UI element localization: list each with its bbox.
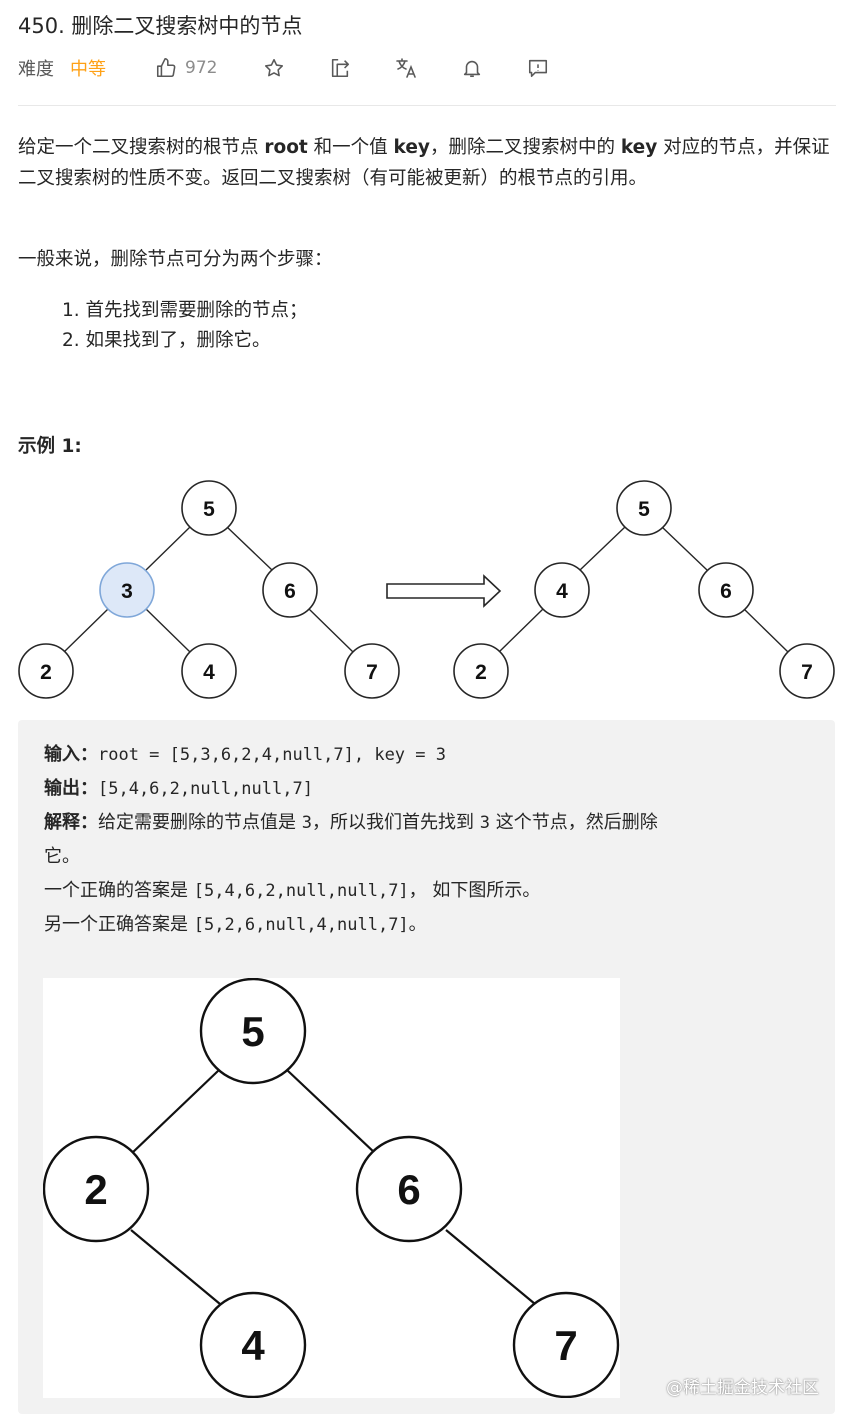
thumbs-up-icon bbox=[156, 58, 176, 78]
tree-node-label: 7 bbox=[366, 661, 378, 684]
root-keyword: root bbox=[264, 137, 308, 158]
tree-node-label: 7 bbox=[801, 661, 813, 684]
problem-title: 450. 删除二叉搜索树中的节点 bbox=[18, 14, 303, 38]
tree-node-label: 6 bbox=[720, 580, 732, 603]
output-line: 输出：[5,4,6,2,null,null,7] bbox=[44, 778, 313, 799]
problem-description: 给定一个二叉搜索树的根节点 root 和一个值 key，删除二叉搜索树中的 ke… bbox=[18, 137, 830, 189]
header-divider bbox=[18, 105, 836, 106]
bell-icon[interactable] bbox=[460, 56, 484, 80]
tree-node-label: 2 bbox=[40, 661, 52, 684]
tree-node-label: 5 bbox=[203, 498, 215, 521]
key-keyword: key bbox=[393, 137, 430, 158]
tree-node-label: 5 bbox=[241, 1008, 264, 1055]
star-icon[interactable] bbox=[262, 56, 286, 80]
tree-node-label: 5 bbox=[638, 498, 650, 521]
list-item: 2. 如果找到了，删除它。 bbox=[62, 330, 271, 351]
tree-node-label: 6 bbox=[284, 580, 296, 603]
explanation-line: 解释：给定需要删除的节点值是 3，所以我们首先找到 3 这个节点，然后删除 bbox=[44, 812, 658, 833]
example-code-block: 输入：root = [5,3,6,2,4,null,7], key = 3 输出… bbox=[18, 720, 835, 1414]
problem-meta: 难度 中等 972 bbox=[18, 54, 548, 82]
difficulty-label: 难度 bbox=[18, 59, 54, 80]
like-button[interactable]: 972 bbox=[155, 54, 217, 82]
tree-node-label: 2 bbox=[475, 661, 487, 684]
tree-node-label: 7 bbox=[554, 1322, 577, 1369]
alt-answer-line: 另一个正确答案是 [5,2,6,null,4,null,7]。 bbox=[44, 914, 427, 935]
share-icon[interactable] bbox=[328, 56, 352, 80]
tree-node-label: 2 bbox=[84, 1166, 107, 1213]
alt-answer-line: 一个正确的答案是 [5,4,6,2,null,null,7]， 如下图所示。 bbox=[44, 880, 541, 901]
key-keyword: key bbox=[620, 137, 658, 158]
explanation-line: 它。 bbox=[44, 846, 80, 867]
watermark: @稀土掘金技术社区 bbox=[666, 1378, 819, 1398]
list-item: 1. 首先找到需要删除的节点； bbox=[62, 300, 308, 321]
like-count: 972 bbox=[185, 58, 218, 78]
feedback-icon[interactable] bbox=[526, 56, 550, 80]
example-title: 示例 1: bbox=[18, 436, 82, 457]
input-line: 输入：root = [5,3,6,2,4,null,7], key = 3 bbox=[44, 744, 446, 765]
difficulty-badge: 中等 bbox=[70, 59, 106, 80]
tree-node-label: 6 bbox=[397, 1166, 420, 1213]
tree-node-label: 3 bbox=[121, 580, 133, 603]
steps-intro: 一般来说，删除节点可分为两个步骤： bbox=[18, 249, 333, 270]
translate-icon[interactable] bbox=[394, 56, 418, 80]
tree-node-label: 4 bbox=[203, 661, 215, 684]
arrow-icon bbox=[386, 574, 502, 608]
answer-tree-diagram: 5 2 6 4 7 bbox=[43, 978, 620, 1398]
tree-node-label: 4 bbox=[556, 580, 568, 603]
steps-list: 1. 首先找到需要删除的节点； 2. 如果找到了，删除它。 bbox=[62, 296, 308, 356]
example-tree-diagram: 5 3 6 2 4 7 5 4 6 2 7 bbox=[18, 480, 835, 699]
tree-node-label: 4 bbox=[241, 1322, 265, 1369]
